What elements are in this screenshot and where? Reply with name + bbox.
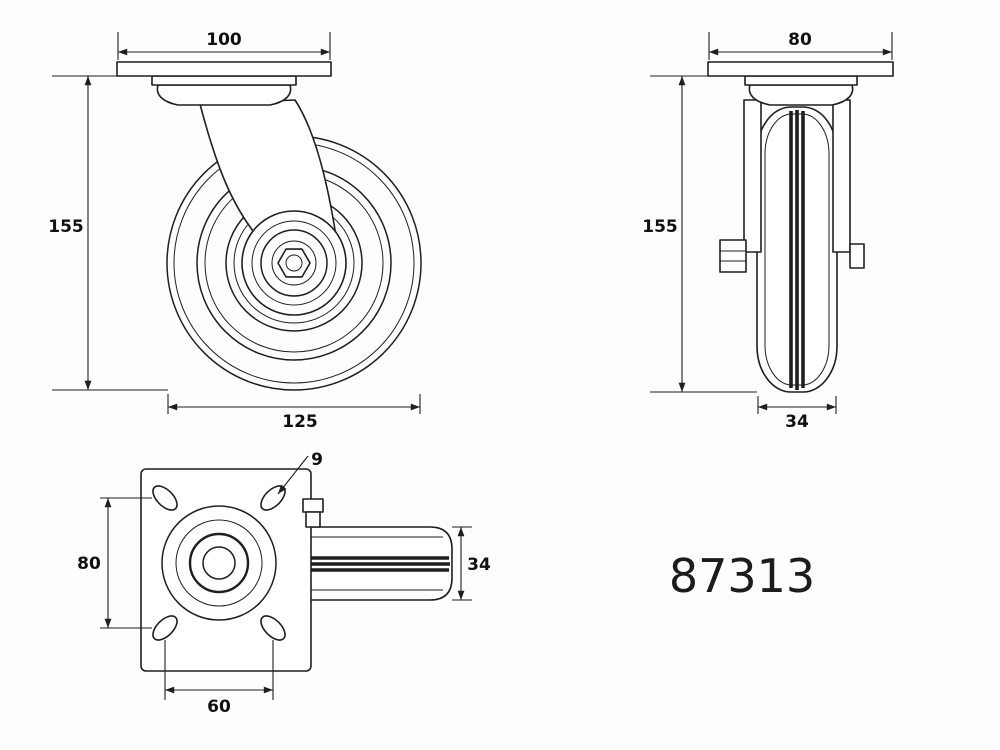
side-swivel-housing (748, 84, 854, 106)
front-hub (241, 210, 347, 316)
side-axle-bolt (719, 239, 865, 273)
plan-dim-hole-spacing-horizontal: 60 (164, 640, 274, 717)
front-dim-wheel-diameter: 125 (167, 394, 421, 432)
part-number: 87313 (669, 549, 815, 603)
plan-wheel (299, 526, 453, 601)
side-fork-right-leg (832, 99, 851, 253)
side-wheel (756, 106, 838, 393)
dim-label-side-plate-depth: 80 (788, 30, 812, 50)
dim-label-plan-wheel-width: 34 (467, 555, 491, 575)
side-fork-left-leg (743, 99, 762, 253)
plan-dim-wheel-width: 34 (452, 526, 491, 601)
dim-label-hole-spacing-vertical: 80 (77, 554, 101, 574)
plan-dim-hole-spacing-vertical: 80 (77, 497, 152, 629)
side-dim-plate-depth: 80 (708, 30, 893, 60)
front-top-plate (116, 61, 332, 77)
front-plate-riser (151, 75, 297, 86)
front-dim-plate-width: 100 (117, 30, 331, 60)
dim-label-front-height: 155 (48, 217, 84, 237)
side-view: 80 155 34 (642, 30, 894, 432)
plan-view: 9 80 60 34 (77, 450, 491, 717)
side-dim-wheel-width: 34 (757, 396, 837, 432)
dim-label-side-wheel-width: 34 (785, 412, 809, 432)
plan-dim-hole-diameter: 9 (277, 450, 323, 495)
dim-label-front-plate-width: 100 (206, 30, 242, 50)
dim-label-front-wheel-diameter: 125 (282, 412, 318, 432)
side-dim-height: 155 (642, 75, 757, 393)
axle-hex-nut (277, 248, 311, 278)
plan-swivel-bearing (161, 505, 277, 621)
front-view: 100 155 125 (48, 30, 422, 432)
dim-label-hole-spacing-horizontal: 60 (207, 697, 231, 717)
dim-label-side-height: 155 (642, 217, 678, 237)
plan-kingpin-bolt (302, 498, 324, 528)
side-plate-riser (744, 75, 858, 86)
dim-label-hole-diameter: 9 (311, 450, 323, 470)
front-dim-height: 155 (48, 75, 168, 391)
side-top-plate (707, 61, 894, 77)
front-swivel-housing (156, 84, 292, 106)
